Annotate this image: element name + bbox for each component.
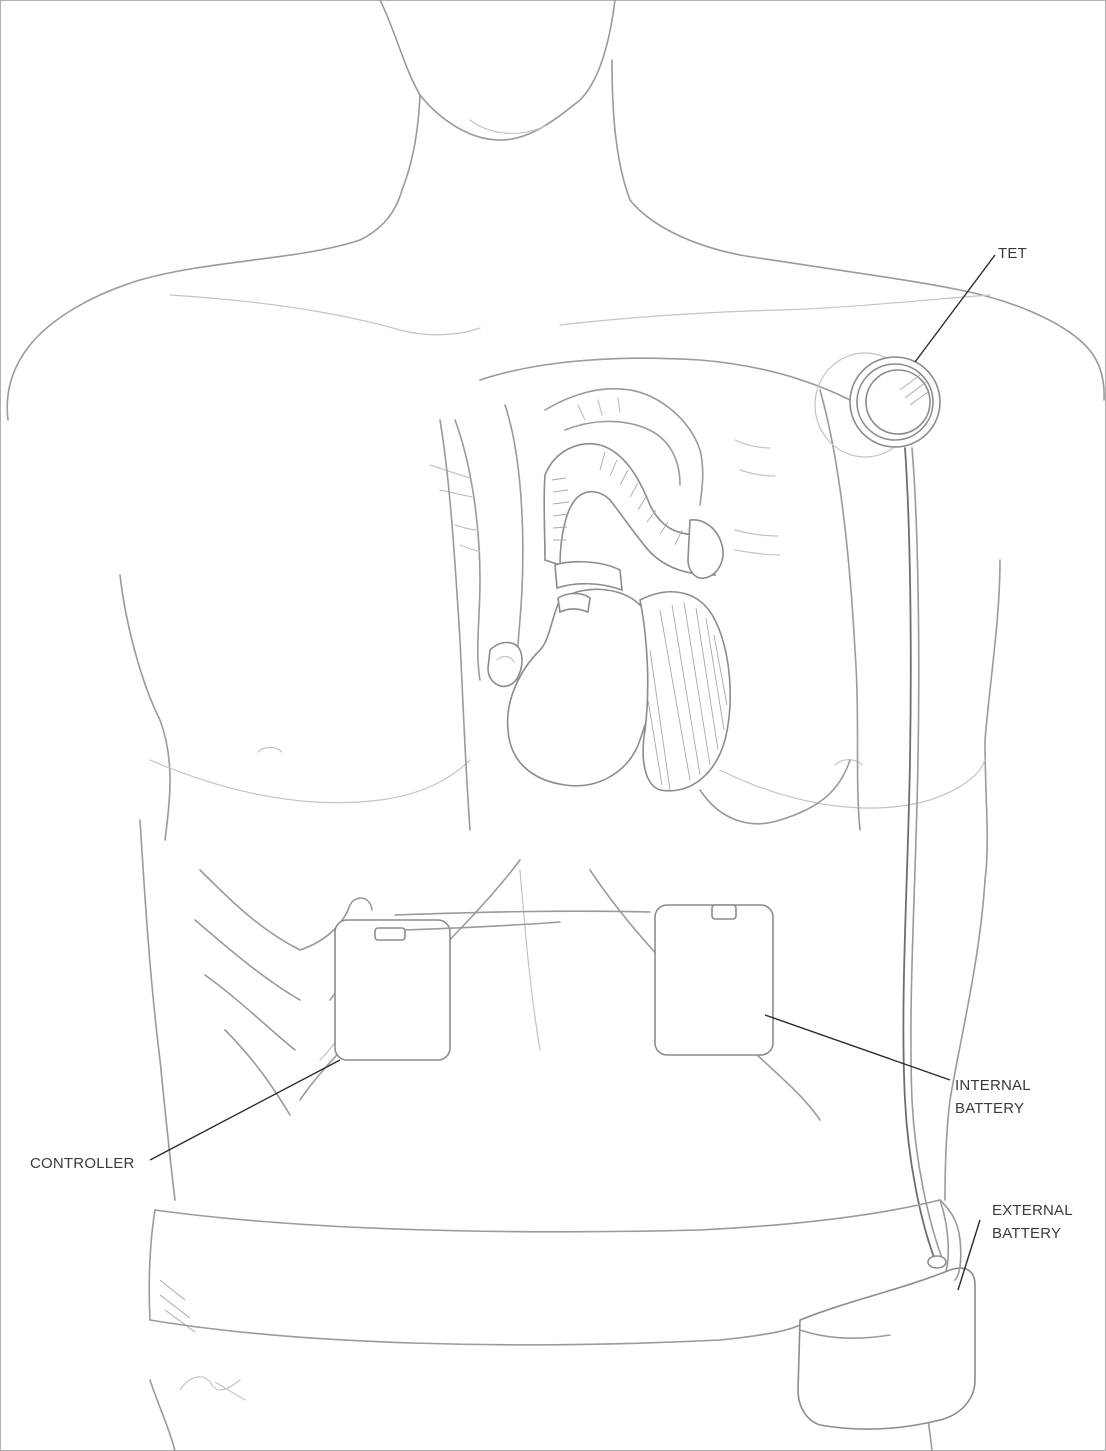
internal-battery-device <box>655 905 773 1055</box>
label-controller: CONTROLLER <box>30 1155 135 1172</box>
label-external-battery-line1: EXTERNAL <box>992 1202 1073 1219</box>
label-internal-battery-line1: INTERNAL <box>955 1077 1031 1094</box>
label-external-battery-line2: BATTERY <box>992 1225 1061 1242</box>
label-internal-battery-line2: BATTERY <box>955 1100 1024 1117</box>
controller-device <box>335 920 450 1060</box>
label-tet: TET <box>998 245 1027 262</box>
